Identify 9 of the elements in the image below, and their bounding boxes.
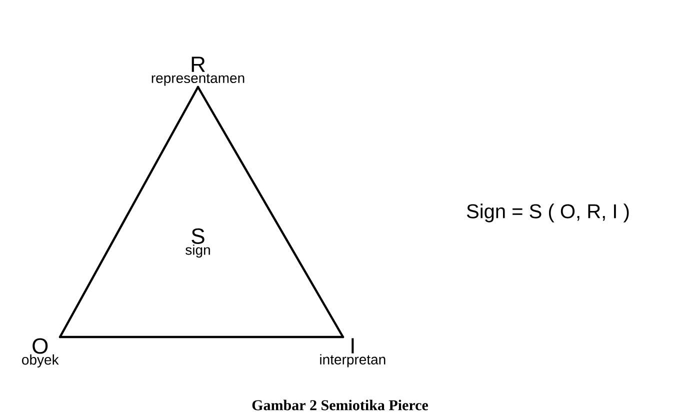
caption: Gambar 2 Semiotika Pierce — [252, 400, 428, 410]
triangle-side — [196, 86, 344, 338]
triangle-side — [58, 86, 200, 338]
center-label: S sign — [186, 228, 210, 258]
formula-label: Sign = S ( O, R, I ) — [466, 204, 629, 222]
vertex-label: O obyek — [22, 338, 59, 368]
triangle-side — [58, 336, 344, 338]
vertex-label: I interpretan — [320, 338, 386, 368]
vertex-label: R representamen — [152, 56, 244, 86]
